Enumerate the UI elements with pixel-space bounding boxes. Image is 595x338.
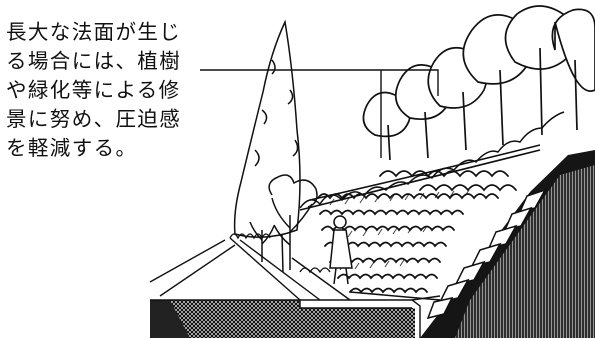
annotation-line: る場合には、植樹 xyxy=(6,49,182,73)
tall-conifer-tree xyxy=(233,19,301,273)
ground-section xyxy=(150,300,415,338)
slope-vegetation-rows xyxy=(317,170,517,294)
annotation-line: を軽減する。 xyxy=(6,136,138,160)
leader-lines xyxy=(200,69,439,158)
annotation-line: や緑化等による修 xyxy=(6,78,181,102)
retaining-wall-blocks xyxy=(426,188,547,320)
top-slope-trees xyxy=(362,5,595,161)
annotation-line: 長大な法面が生じ xyxy=(6,20,182,44)
road-and-sidewalk xyxy=(149,237,441,338)
ground-section-left xyxy=(150,300,190,338)
annotation-line: 景に努め、圧迫感 xyxy=(6,107,182,131)
top-shrub-band xyxy=(299,111,565,209)
pedestrian-figure xyxy=(329,215,353,285)
annotation-text: 長大な法面が生じ る場合には、植樹 や緑化等による修 景に努め、圧迫感 を軽減す… xyxy=(6,18,194,163)
roadside-shrubs xyxy=(229,233,331,274)
embankment-texture xyxy=(455,165,595,338)
